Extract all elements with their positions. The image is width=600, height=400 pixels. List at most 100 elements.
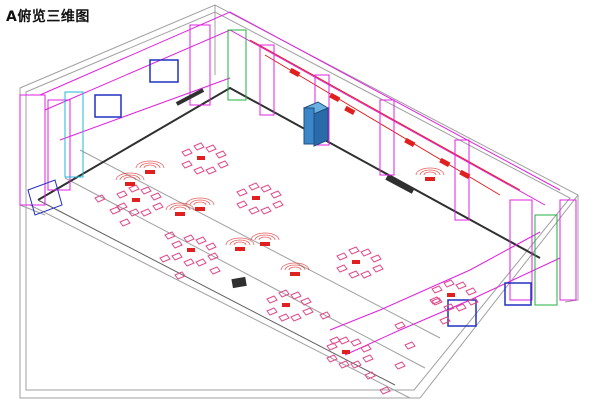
chair (217, 160, 229, 169)
outer-top-rim-inner (25, 11, 571, 391)
trim-left-low (59, 77, 231, 141)
table-center (197, 156, 205, 160)
chair (195, 258, 207, 267)
device (289, 67, 301, 77)
chair (171, 252, 183, 261)
speaker (290, 272, 300, 276)
cabinet-front (303, 107, 315, 145)
speaker-arc (288, 266, 302, 271)
chair (329, 336, 341, 345)
chair (266, 295, 278, 304)
chair (350, 360, 362, 369)
speaker-arc (169, 204, 191, 211)
floor-strip (385, 175, 415, 194)
chair (360, 270, 372, 279)
chair (209, 266, 221, 275)
chair (379, 386, 391, 395)
front-floor-edge (29, 204, 411, 399)
chair (360, 344, 372, 353)
chair (319, 311, 331, 320)
cabinet-side (313, 107, 329, 147)
chair (174, 271, 186, 280)
chair (109, 206, 121, 215)
speaker-arc (115, 172, 145, 181)
table-center (447, 293, 455, 297)
chair (372, 264, 384, 273)
panel-back-left (149, 59, 179, 83)
chair (236, 200, 248, 209)
chair (404, 341, 416, 350)
chair (94, 194, 106, 203)
chair (150, 192, 162, 201)
chair (278, 289, 290, 298)
chair (364, 371, 376, 380)
chair (193, 142, 205, 151)
table-center (352, 260, 360, 264)
chair (300, 297, 312, 306)
speaker-arc (135, 160, 165, 169)
chair (183, 258, 195, 267)
speaker-arc (419, 169, 441, 176)
chair (159, 254, 171, 263)
chair (467, 297, 479, 306)
device (459, 169, 471, 179)
chair (183, 234, 195, 243)
speaker-arc (185, 197, 215, 206)
chair (181, 148, 193, 157)
device (344, 105, 356, 115)
trim-top (39, 11, 561, 191)
right-pillar-1 (509, 199, 533, 301)
chair (362, 354, 374, 363)
panel-front-2 (504, 282, 532, 306)
device (404, 137, 416, 147)
speaker-arc (119, 174, 141, 181)
chair (260, 206, 272, 215)
chair (119, 218, 131, 227)
floor-front-edge (37, 199, 396, 386)
chair (278, 313, 290, 322)
speaker (175, 212, 185, 216)
panel-front-1 (447, 299, 477, 327)
front-trim (329, 231, 541, 331)
speaker-arc (415, 167, 445, 176)
chair (326, 354, 338, 363)
speaker-arc (229, 239, 251, 246)
wall-panels (94, 59, 532, 327)
right-pillar-3 (559, 199, 577, 301)
speaker-arc (225, 237, 255, 246)
speaker-arc (254, 234, 276, 241)
speaker-arc (280, 262, 310, 271)
speaker-arc (165, 202, 195, 211)
speaker-arc (173, 206, 187, 211)
chair (429, 296, 441, 305)
speaker (260, 242, 270, 246)
device (439, 157, 451, 167)
floor-mid-line-b (64, 177, 426, 369)
chair (439, 316, 451, 325)
chair (338, 360, 350, 369)
chair (270, 190, 282, 199)
chair (260, 184, 272, 193)
chair (116, 190, 128, 199)
left-end-wall (19, 91, 84, 216)
chair (248, 182, 260, 191)
speaker-arc (258, 236, 272, 241)
speaker-arc (139, 162, 161, 169)
chair (326, 342, 338, 351)
chair (455, 281, 467, 290)
table-clusters (94, 142, 479, 395)
floor-markers (175, 88, 415, 289)
chair (193, 166, 205, 175)
chair (336, 264, 348, 273)
column-6 (454, 139, 470, 221)
speaker (195, 207, 205, 211)
right-end-wall (509, 199, 577, 306)
chair (443, 279, 455, 288)
chair (248, 206, 260, 215)
chair (266, 307, 278, 316)
speaker-arc (284, 264, 306, 271)
speaker (125, 182, 135, 186)
server-cabinet (302, 101, 330, 147)
wall-devices (289, 67, 471, 179)
